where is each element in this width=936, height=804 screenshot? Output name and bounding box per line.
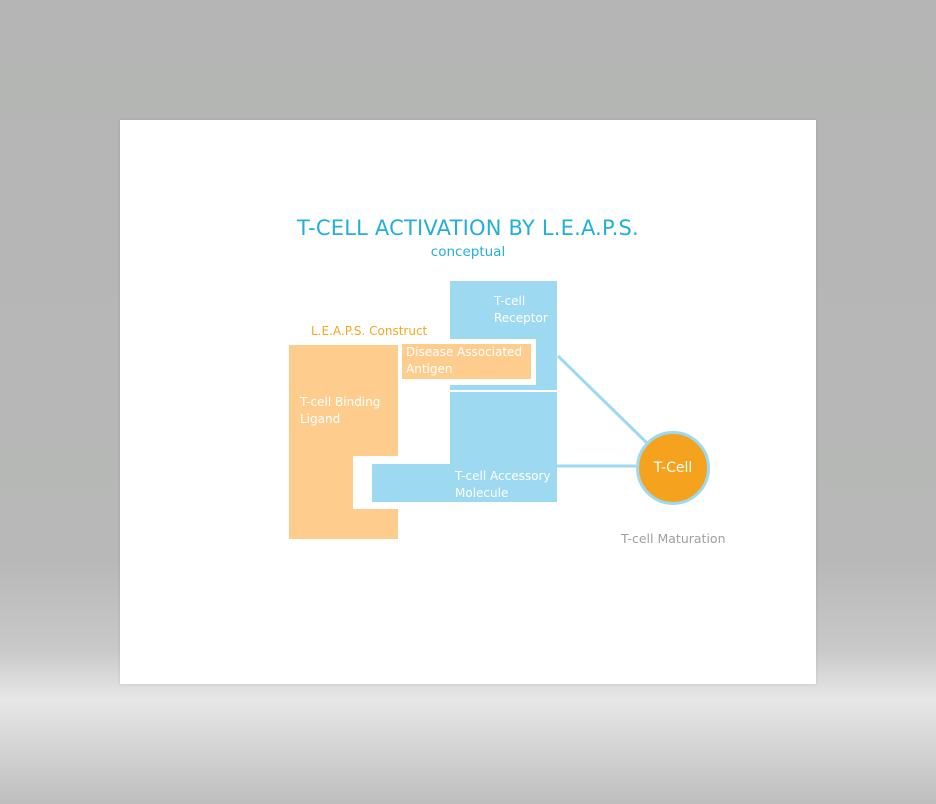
accessory-block xyxy=(450,392,557,502)
t-cell-circle: T-Cell xyxy=(636,431,710,505)
accessory-connector xyxy=(372,464,450,502)
leaps-construct-label: L.E.A.P.S. Construct xyxy=(311,324,428,338)
connector-lines xyxy=(556,354,649,468)
receptor-label: T-cell Receptor xyxy=(494,294,548,325)
antigen-label: Disease Associated Antigen xyxy=(406,345,523,376)
t-cell-maturation-label: T-cell Maturation xyxy=(621,531,726,546)
diagram-subtitle: conceptual xyxy=(430,244,506,260)
slide: T-CELL ACTIVATION BY L.E.A.P.S. conceptu… xyxy=(120,120,816,684)
accessory-label: T-cell Accessory Molecule xyxy=(455,469,551,500)
binding-ligand-label: T-cell Binding Ligand xyxy=(300,395,381,426)
antigen-box xyxy=(402,344,531,379)
diagram-title: T-CELL ACTIVATION BY L.E.A.P.S. xyxy=(297,216,639,240)
receptor-to-tcell-line xyxy=(556,354,649,445)
